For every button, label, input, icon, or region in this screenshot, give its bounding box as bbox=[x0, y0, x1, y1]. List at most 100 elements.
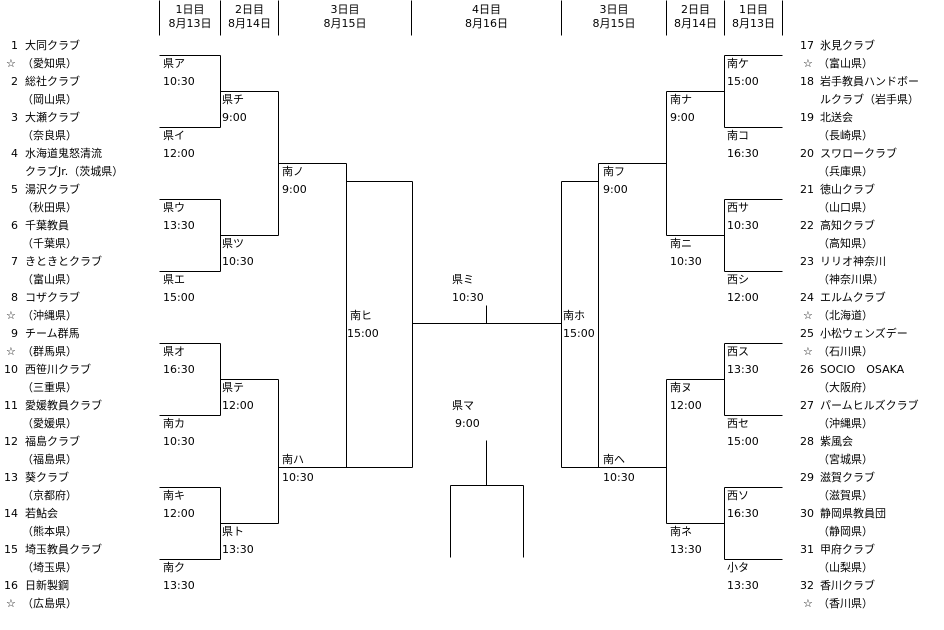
team-prefecture: （熊本県） bbox=[22, 525, 77, 538]
team-number: 9 bbox=[11, 327, 18, 340]
team-name: 大同クラブ bbox=[25, 39, 80, 52]
team-name: 香川クラブ bbox=[820, 579, 875, 592]
header-day: 1日目 bbox=[175, 3, 205, 16]
match-code: 南カ bbox=[163, 417, 185, 430]
team-prefecture: （山口県） bbox=[818, 201, 873, 214]
team-number: 11 bbox=[4, 399, 18, 412]
team-number: 22 bbox=[800, 219, 814, 232]
seed-star-icon: ☆ bbox=[803, 57, 813, 70]
team-number: 18 bbox=[800, 75, 814, 88]
seed-star-icon: ☆ bbox=[6, 309, 16, 322]
match-code: 西シ bbox=[727, 273, 749, 286]
match-time: 10:30 bbox=[282, 471, 314, 484]
team-name: 愛媛教員クラブ bbox=[25, 399, 102, 412]
match-code: 県テ bbox=[222, 381, 244, 394]
header-day: 4日目 bbox=[472, 3, 501, 16]
header-date: 8月13日 bbox=[168, 17, 212, 30]
match-code: 県ウ bbox=[163, 201, 185, 214]
team-name: 岩手教員ハンドボー bbox=[820, 75, 919, 88]
header-right-day3: 3日目 8月15日 bbox=[562, 3, 666, 31]
team-prefecture: （秋田県） bbox=[22, 201, 77, 214]
match-time: 9:00 bbox=[282, 183, 307, 196]
match-code: 県ト bbox=[222, 525, 244, 538]
match-code: 南ネ bbox=[670, 525, 692, 538]
team-name: リリオ神奈川 bbox=[820, 255, 886, 268]
team-name: きときとクラブ bbox=[25, 255, 102, 268]
team-prefecture: （埼玉県） bbox=[22, 561, 77, 574]
seed-star-icon: ☆ bbox=[803, 309, 813, 322]
match-code: 県チ bbox=[222, 93, 244, 106]
match-time: 13:30 bbox=[727, 579, 759, 592]
match-time: 13:30 bbox=[163, 219, 195, 232]
team-prefecture: （奈良県） bbox=[22, 129, 77, 142]
match-time: 12:00 bbox=[163, 507, 195, 520]
team-prefecture: ルクラブ（岩手県） bbox=[820, 93, 919, 106]
seed-star-icon: ☆ bbox=[6, 57, 16, 70]
team-number: 13 bbox=[4, 471, 18, 484]
team-prefecture: （大阪府） bbox=[818, 381, 873, 394]
match-time: 9:00 bbox=[222, 111, 247, 124]
header-day: 1日目 bbox=[739, 3, 768, 16]
team-number: 20 bbox=[800, 147, 814, 160]
match-code: 県エ bbox=[163, 273, 185, 286]
match-code: 南ク bbox=[163, 561, 185, 574]
header-day: 3日目 bbox=[599, 3, 629, 16]
team-number: 1 bbox=[11, 39, 18, 52]
team-number: 3 bbox=[11, 111, 18, 124]
match-code: 南ケ bbox=[727, 57, 749, 70]
match-time: 13:30 bbox=[670, 543, 702, 556]
team-number: 26 bbox=[800, 363, 814, 376]
match-code: 南ヌ bbox=[670, 381, 692, 394]
team-number: 24 bbox=[800, 291, 814, 304]
match-code: 県イ bbox=[163, 129, 185, 142]
match-code: 南ニ bbox=[670, 237, 692, 250]
seed-star-icon: ☆ bbox=[6, 345, 16, 358]
match-time: 12:00 bbox=[222, 399, 254, 412]
team-number: 21 bbox=[800, 183, 814, 196]
match-code: 県ツ bbox=[222, 237, 244, 250]
team-prefecture: （広島県） bbox=[22, 597, 77, 610]
match-code: 西ソ bbox=[727, 489, 749, 502]
team-prefecture: クラブJr.（茨城県） bbox=[25, 165, 124, 178]
seed-star-icon: ☆ bbox=[803, 597, 813, 610]
match-code: 西セ bbox=[727, 417, 749, 430]
team-prefecture: （群馬県） bbox=[22, 345, 77, 358]
match-time: 16:30 bbox=[727, 147, 759, 160]
header-left-day3: 3日目 8月15日 bbox=[279, 3, 411, 31]
team-prefecture: （香川県） bbox=[818, 597, 873, 610]
team-prefecture: （岡山県） bbox=[22, 93, 77, 106]
header-day: 2日目 bbox=[681, 3, 710, 16]
match-time: 15:00 bbox=[163, 291, 195, 304]
header-left-day1: 1日目 8月13日 bbox=[160, 3, 220, 31]
team-number: 23 bbox=[800, 255, 814, 268]
match-code: 南ハ bbox=[282, 453, 304, 466]
team-number: 30 bbox=[800, 507, 814, 520]
team-name: エルムクラブ bbox=[820, 291, 886, 304]
team-name: SOCIO OSAKA bbox=[820, 363, 905, 376]
match-code: 小タ bbox=[727, 561, 749, 574]
team-number: 12 bbox=[4, 435, 18, 448]
team-name: 静岡県教員団 bbox=[820, 507, 886, 520]
team-number: 10 bbox=[4, 363, 18, 376]
match-time: 10:30 bbox=[222, 255, 254, 268]
team-name: チーム群馬 bbox=[25, 327, 80, 340]
match-code: 南ヘ bbox=[603, 453, 625, 466]
header-left-day2: 2日目 8月14日 bbox=[221, 3, 278, 31]
team-prefecture: （三重県） bbox=[22, 381, 77, 394]
team-name: 高知クラブ bbox=[820, 219, 875, 232]
match-time: 16:30 bbox=[727, 507, 759, 520]
match-code: 県マ bbox=[452, 399, 474, 412]
header-date: 8月15日 bbox=[323, 17, 367, 30]
team-prefecture: （長崎県） bbox=[818, 129, 873, 142]
team-prefecture: （千葉県） bbox=[22, 237, 77, 250]
seed-star-icon: ☆ bbox=[6, 597, 16, 610]
header-center-day4: 4日目 8月16日 bbox=[412, 3, 561, 31]
team-number: 17 bbox=[800, 39, 814, 52]
match-time: 16:30 bbox=[163, 363, 195, 376]
team-number: 32 bbox=[800, 579, 814, 592]
team-prefecture: （富山県） bbox=[22, 273, 77, 286]
team-name: 徳山クラブ bbox=[820, 183, 875, 196]
match-time: 12:00 bbox=[670, 399, 702, 412]
header-date: 8月16日 bbox=[465, 17, 508, 30]
team-name: 福島クラブ bbox=[25, 435, 80, 448]
